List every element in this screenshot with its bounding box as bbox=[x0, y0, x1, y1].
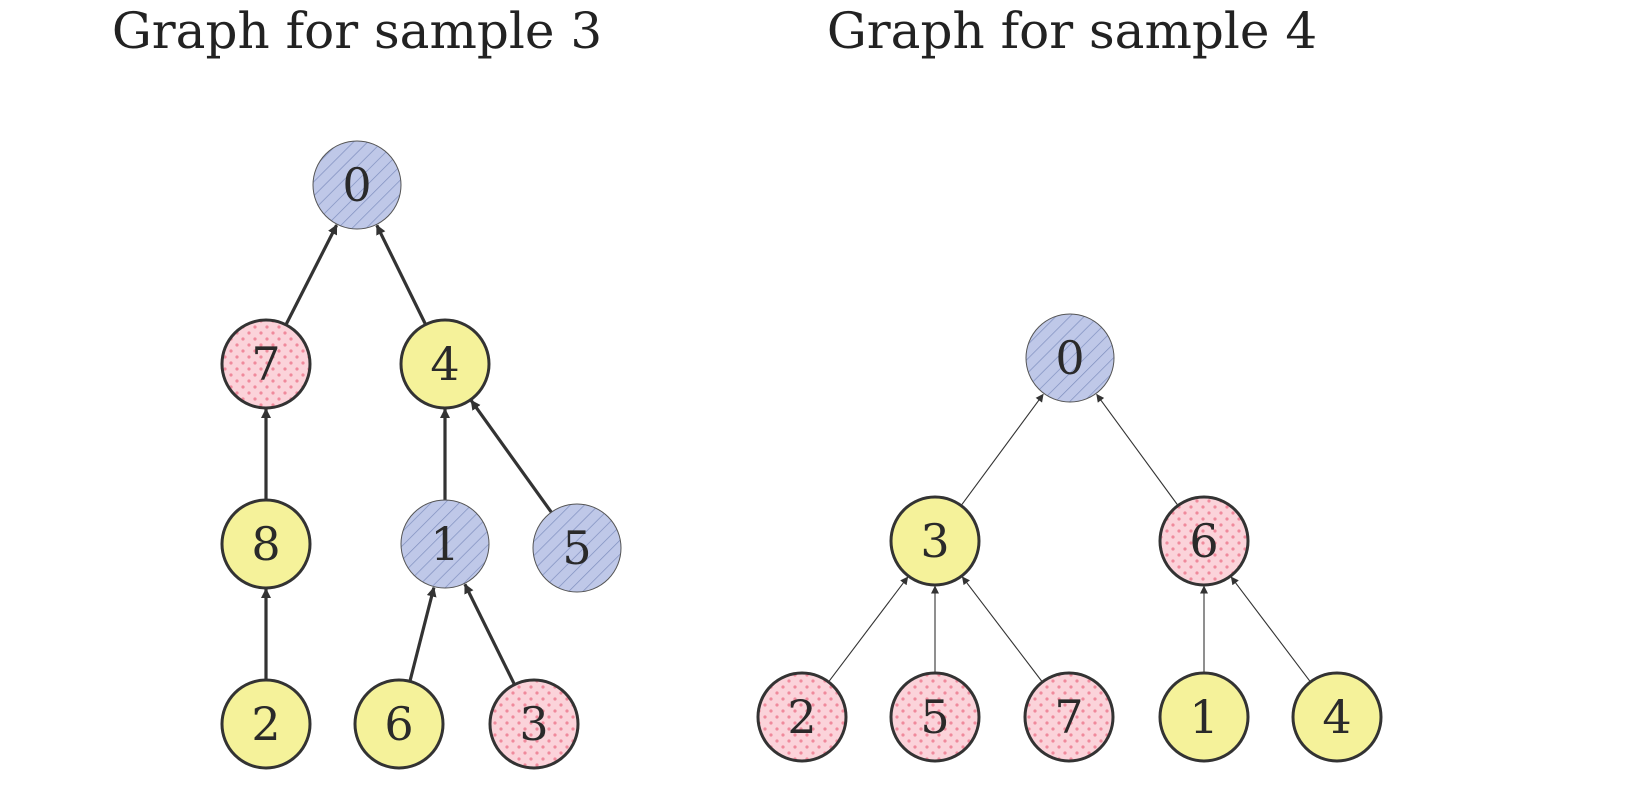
node-circle bbox=[399, 318, 491, 410]
node-8: 8 bbox=[220, 498, 312, 590]
node-label: 3 bbox=[519, 697, 548, 751]
graph-sample-4: Graph for sample 4 0 3 6 2 5 7 1 4 bbox=[756, 2, 1383, 763]
node-label: 3 bbox=[920, 514, 949, 568]
node-4: 4 bbox=[1291, 671, 1383, 763]
node-circle bbox=[353, 678, 445, 770]
edge-3-to-1 bbox=[463, 583, 516, 686]
node-3: 3 bbox=[889, 495, 981, 587]
edge-7-to-3 bbox=[961, 576, 1043, 683]
edge-4-to-0 bbox=[375, 224, 428, 326]
node-label: 7 bbox=[1054, 690, 1083, 744]
node-label: 6 bbox=[384, 697, 413, 751]
node-4: 4 bbox=[399, 318, 491, 410]
node-2: 2 bbox=[756, 671, 848, 763]
node-label: 5 bbox=[562, 521, 591, 575]
node-circle bbox=[312, 140, 402, 230]
node-label: 7 bbox=[251, 337, 280, 391]
node-label: 4 bbox=[430, 337, 459, 391]
node-circle bbox=[1291, 671, 1383, 763]
edge-3-to-0 bbox=[960, 393, 1044, 506]
node-7: 7 bbox=[1023, 671, 1115, 763]
graph-edges bbox=[828, 393, 1311, 683]
node-5: 5 bbox=[889, 671, 981, 763]
node-circle bbox=[1158, 495, 1250, 587]
node-circle bbox=[889, 671, 981, 763]
node-0: 0 bbox=[312, 140, 402, 230]
node-2: 2 bbox=[220, 678, 312, 770]
node-7: 7 bbox=[220, 318, 312, 410]
node-circle bbox=[756, 671, 848, 763]
node-label: 1 bbox=[1189, 690, 1218, 744]
edge-4-to-6 bbox=[1230, 576, 1311, 683]
node-0: 0 bbox=[1025, 313, 1115, 403]
node-circle bbox=[889, 495, 981, 587]
graph-title: Graph for sample 4 bbox=[827, 2, 1317, 60]
node-circle bbox=[220, 318, 312, 410]
node-label: 8 bbox=[251, 517, 280, 571]
graph-title: Graph for sample 3 bbox=[112, 2, 602, 60]
node-label: 6 bbox=[1189, 514, 1218, 568]
graph-nodes: 0 7 4 8 1 5 2 6 3 bbox=[220, 140, 622, 770]
node-circle bbox=[1158, 671, 1250, 763]
node-label: 5 bbox=[920, 690, 949, 744]
node-6: 6 bbox=[353, 678, 445, 770]
node-circle bbox=[400, 499, 490, 589]
node-1: 1 bbox=[400, 499, 490, 589]
graph-nodes: 0 3 6 2 5 7 1 4 bbox=[756, 313, 1383, 763]
node-circle bbox=[532, 503, 622, 593]
node-label: 1 bbox=[430, 517, 459, 571]
node-6: 6 bbox=[1158, 495, 1250, 587]
node-label: 0 bbox=[342, 158, 371, 212]
node-circle bbox=[220, 498, 312, 590]
graph-edges bbox=[261, 224, 553, 686]
edge-6-to-0 bbox=[1096, 393, 1179, 506]
edge-5-to-4 bbox=[469, 399, 553, 514]
node-5: 5 bbox=[532, 503, 622, 593]
node-label: 2 bbox=[787, 690, 816, 744]
node-label: 4 bbox=[1322, 690, 1351, 744]
node-label: 2 bbox=[251, 697, 280, 751]
node-1: 1 bbox=[1158, 671, 1250, 763]
node-circle bbox=[1023, 671, 1115, 763]
node-circle bbox=[220, 678, 312, 770]
node-3: 3 bbox=[488, 678, 580, 770]
graph-sample-3: Graph for sample 3 0 7 4 8 1 5 2 6 3 bbox=[112, 2, 622, 770]
edge-6-to-1 bbox=[408, 586, 437, 682]
node-circle bbox=[488, 678, 580, 770]
node-label: 0 bbox=[1055, 331, 1084, 385]
edge-7-to-0 bbox=[284, 224, 339, 326]
edge-2-to-3 bbox=[828, 576, 909, 683]
node-circle bbox=[1025, 313, 1115, 403]
